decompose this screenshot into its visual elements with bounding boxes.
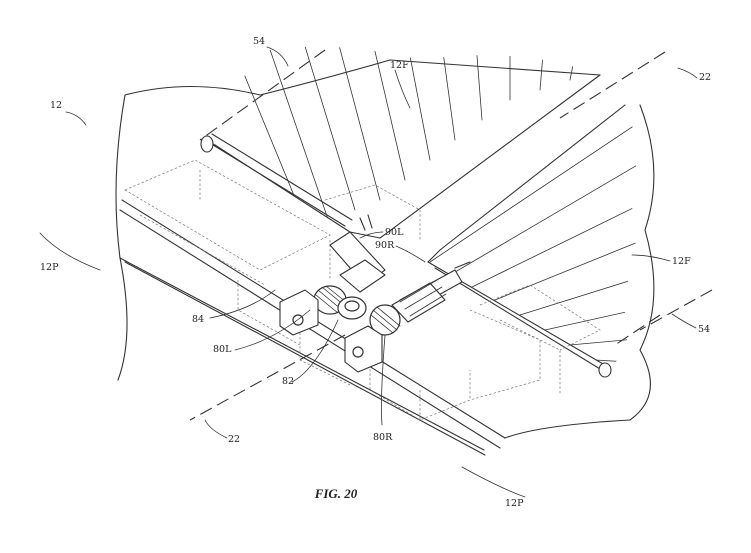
hidden-housing-outlines [124,159,601,421]
flap-12f-right [427,104,637,378]
gear-82 [337,296,367,320]
leader-lines [39,46,698,498]
drive-mechanism [279,214,471,373]
label-22-top: 22 [699,72,711,83]
label-90l: 90L [385,227,404,238]
flap-12f-left [200,46,601,239]
label-54-top: 54 [253,36,265,47]
label-80r: 80R [373,432,393,443]
label-22-bottom: 22 [228,434,240,445]
label-12f-right: 12F [672,256,691,267]
center-lines [189,49,713,421]
label-80l: 80L [213,344,232,355]
label-54-right: 54 [698,324,710,335]
label-84: 84 [192,314,204,325]
panel-body-12 [115,59,655,456]
figure-caption: FIG. 20 [314,486,358,501]
label-82: 82 [282,376,294,387]
label-12p-bottom: 12P [505,498,524,509]
label-12p-left: 12P [40,262,59,273]
reference-labels: 12 54 12F 22 12P 90L 90R 12F 84 80L 82 5… [40,36,711,509]
label-90r: 90R [375,240,395,251]
label-12: 12 [50,100,62,111]
label-12f-top: 12F [390,60,409,71]
gear-80r [369,304,401,336]
